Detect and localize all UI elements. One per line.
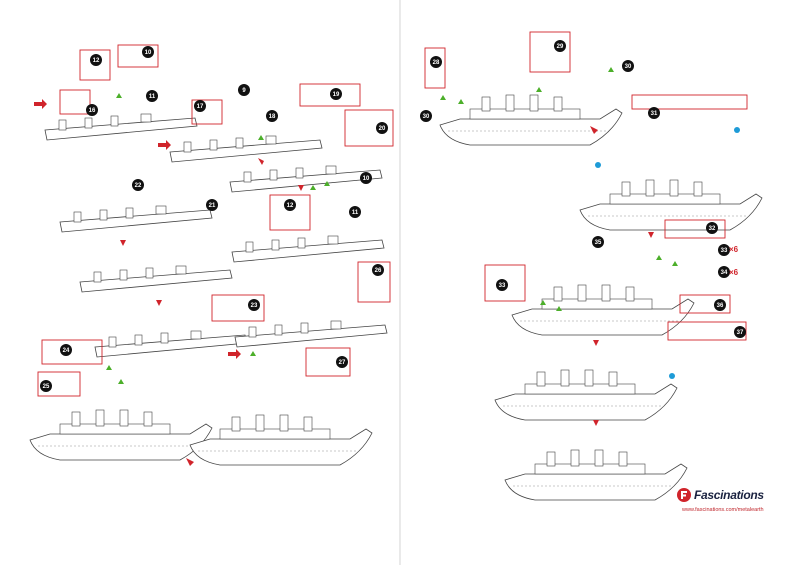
left-step-7 <box>37 261 391 397</box>
step-number: 11 <box>352 210 359 216</box>
step-number: 32 <box>709 226 716 232</box>
step-number: 27 <box>339 360 346 366</box>
step-number: 28 <box>433 60 440 66</box>
brand-name: Fascinations <box>694 488 764 502</box>
fascinations-logo-icon <box>677 488 691 502</box>
step-number: 33 <box>499 283 506 289</box>
step-number: 21 <box>209 203 216 209</box>
left-step-6 <box>79 265 233 293</box>
left-callout-numbers: 10 11 12 16 17 9 18 19 20 10 22 21 12 11… <box>40 46 388 392</box>
right-step-2 <box>579 94 763 231</box>
brand-block: Fascinations www.fascinations.com/metale… <box>676 484 796 524</box>
step-number: 19 <box>333 92 340 98</box>
step-number: 16 <box>89 108 96 114</box>
step-number: 30 <box>423 114 430 120</box>
step-number: 18 <box>269 114 276 120</box>
step-number: 26 <box>375 268 382 274</box>
step-number: 12 <box>93 58 100 64</box>
left-step-4 <box>59 205 213 233</box>
brand-url[interactable]: www.fascinations.com/metalearth <box>682 507 764 513</box>
step-number: 10 <box>363 176 370 182</box>
step-number: 33 <box>721 248 728 254</box>
left-step-1 <box>44 44 198 141</box>
repeat-label: ×6 <box>729 245 739 254</box>
right-step-5 <box>504 449 688 501</box>
green-markers <box>106 67 678 384</box>
step-number: 34 <box>721 270 728 276</box>
left-step-2 <box>169 83 361 163</box>
step-number: 10 <box>145 50 152 56</box>
step-number: 22 <box>135 183 142 189</box>
step-number: 11 <box>149 94 156 100</box>
step-number: 37 <box>737 330 744 336</box>
step-number: 24 <box>63 348 70 354</box>
left-step-8 <box>29 409 373 466</box>
step-number: 23 <box>251 303 258 309</box>
step-number: 9 <box>242 88 246 94</box>
step-number: 36 <box>717 303 724 309</box>
step-number: 12 <box>287 203 294 209</box>
step-number: 35 <box>595 240 602 246</box>
right-step-4 <box>494 321 747 421</box>
flow-arrows <box>34 99 654 466</box>
step-number: 20 <box>379 126 386 132</box>
right-step-3 <box>484 219 731 336</box>
right-step-1 <box>424 31 623 146</box>
step-number: 29 <box>557 44 564 50</box>
step-number: 25 <box>43 384 50 390</box>
left-step-3 <box>229 109 394 193</box>
step-number: 31 <box>651 111 658 117</box>
left-step-5 <box>231 194 385 263</box>
step-number: 30 <box>625 64 632 70</box>
right-callout-numbers: 29 28 30 30 31 32 35 33 34 33 36 37 <box>420 40 746 338</box>
repeat-label: ×6 <box>729 268 739 277</box>
step-number: 17 <box>197 104 204 110</box>
